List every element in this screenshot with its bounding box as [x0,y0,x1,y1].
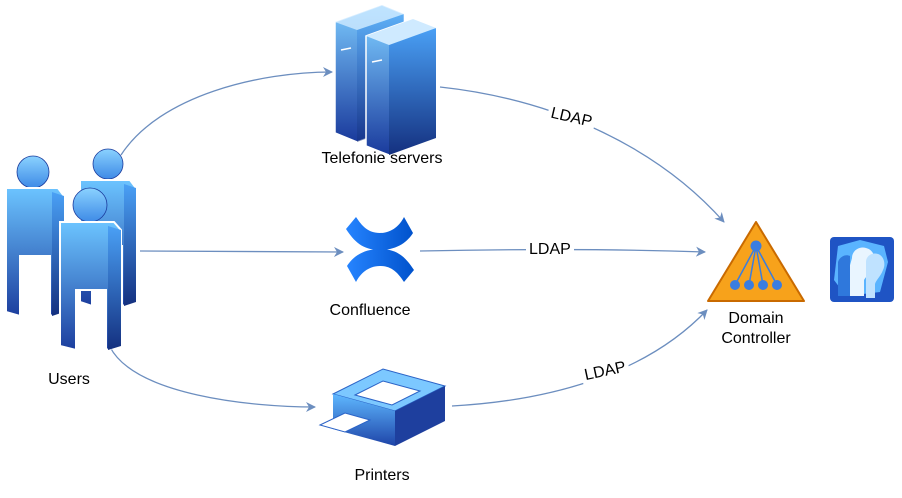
edge-label-confluence-ldap: LDAP [526,241,574,259]
printer-icon [318,368,447,446]
domain-controller-icon [707,221,805,302]
user-figure-front [59,187,122,352]
printers-label: Printers [354,467,410,484]
user-group-icon [830,237,894,302]
domain-controller-label-line2: Controller [721,330,791,347]
edge-telefonie-dc [439,86,725,223]
confluence-icon [346,217,414,282]
domain-controller-label-line1: Domain [728,310,784,327]
edge-users-printers [109,346,316,412]
edge-users-confluence [139,246,344,257]
server-icon [334,4,437,156]
users-label: Users [48,371,90,388]
edge-users-telefonie [120,67,333,156]
confluence-label: Confluence [329,302,411,319]
telefonie-servers-label: Telefonie servers [321,150,443,167]
user-figure-left [5,155,65,318]
users-icon [5,148,137,352]
edge-printers-dc [451,309,708,407]
domain-controller-label: Domain Controller [706,309,806,349]
